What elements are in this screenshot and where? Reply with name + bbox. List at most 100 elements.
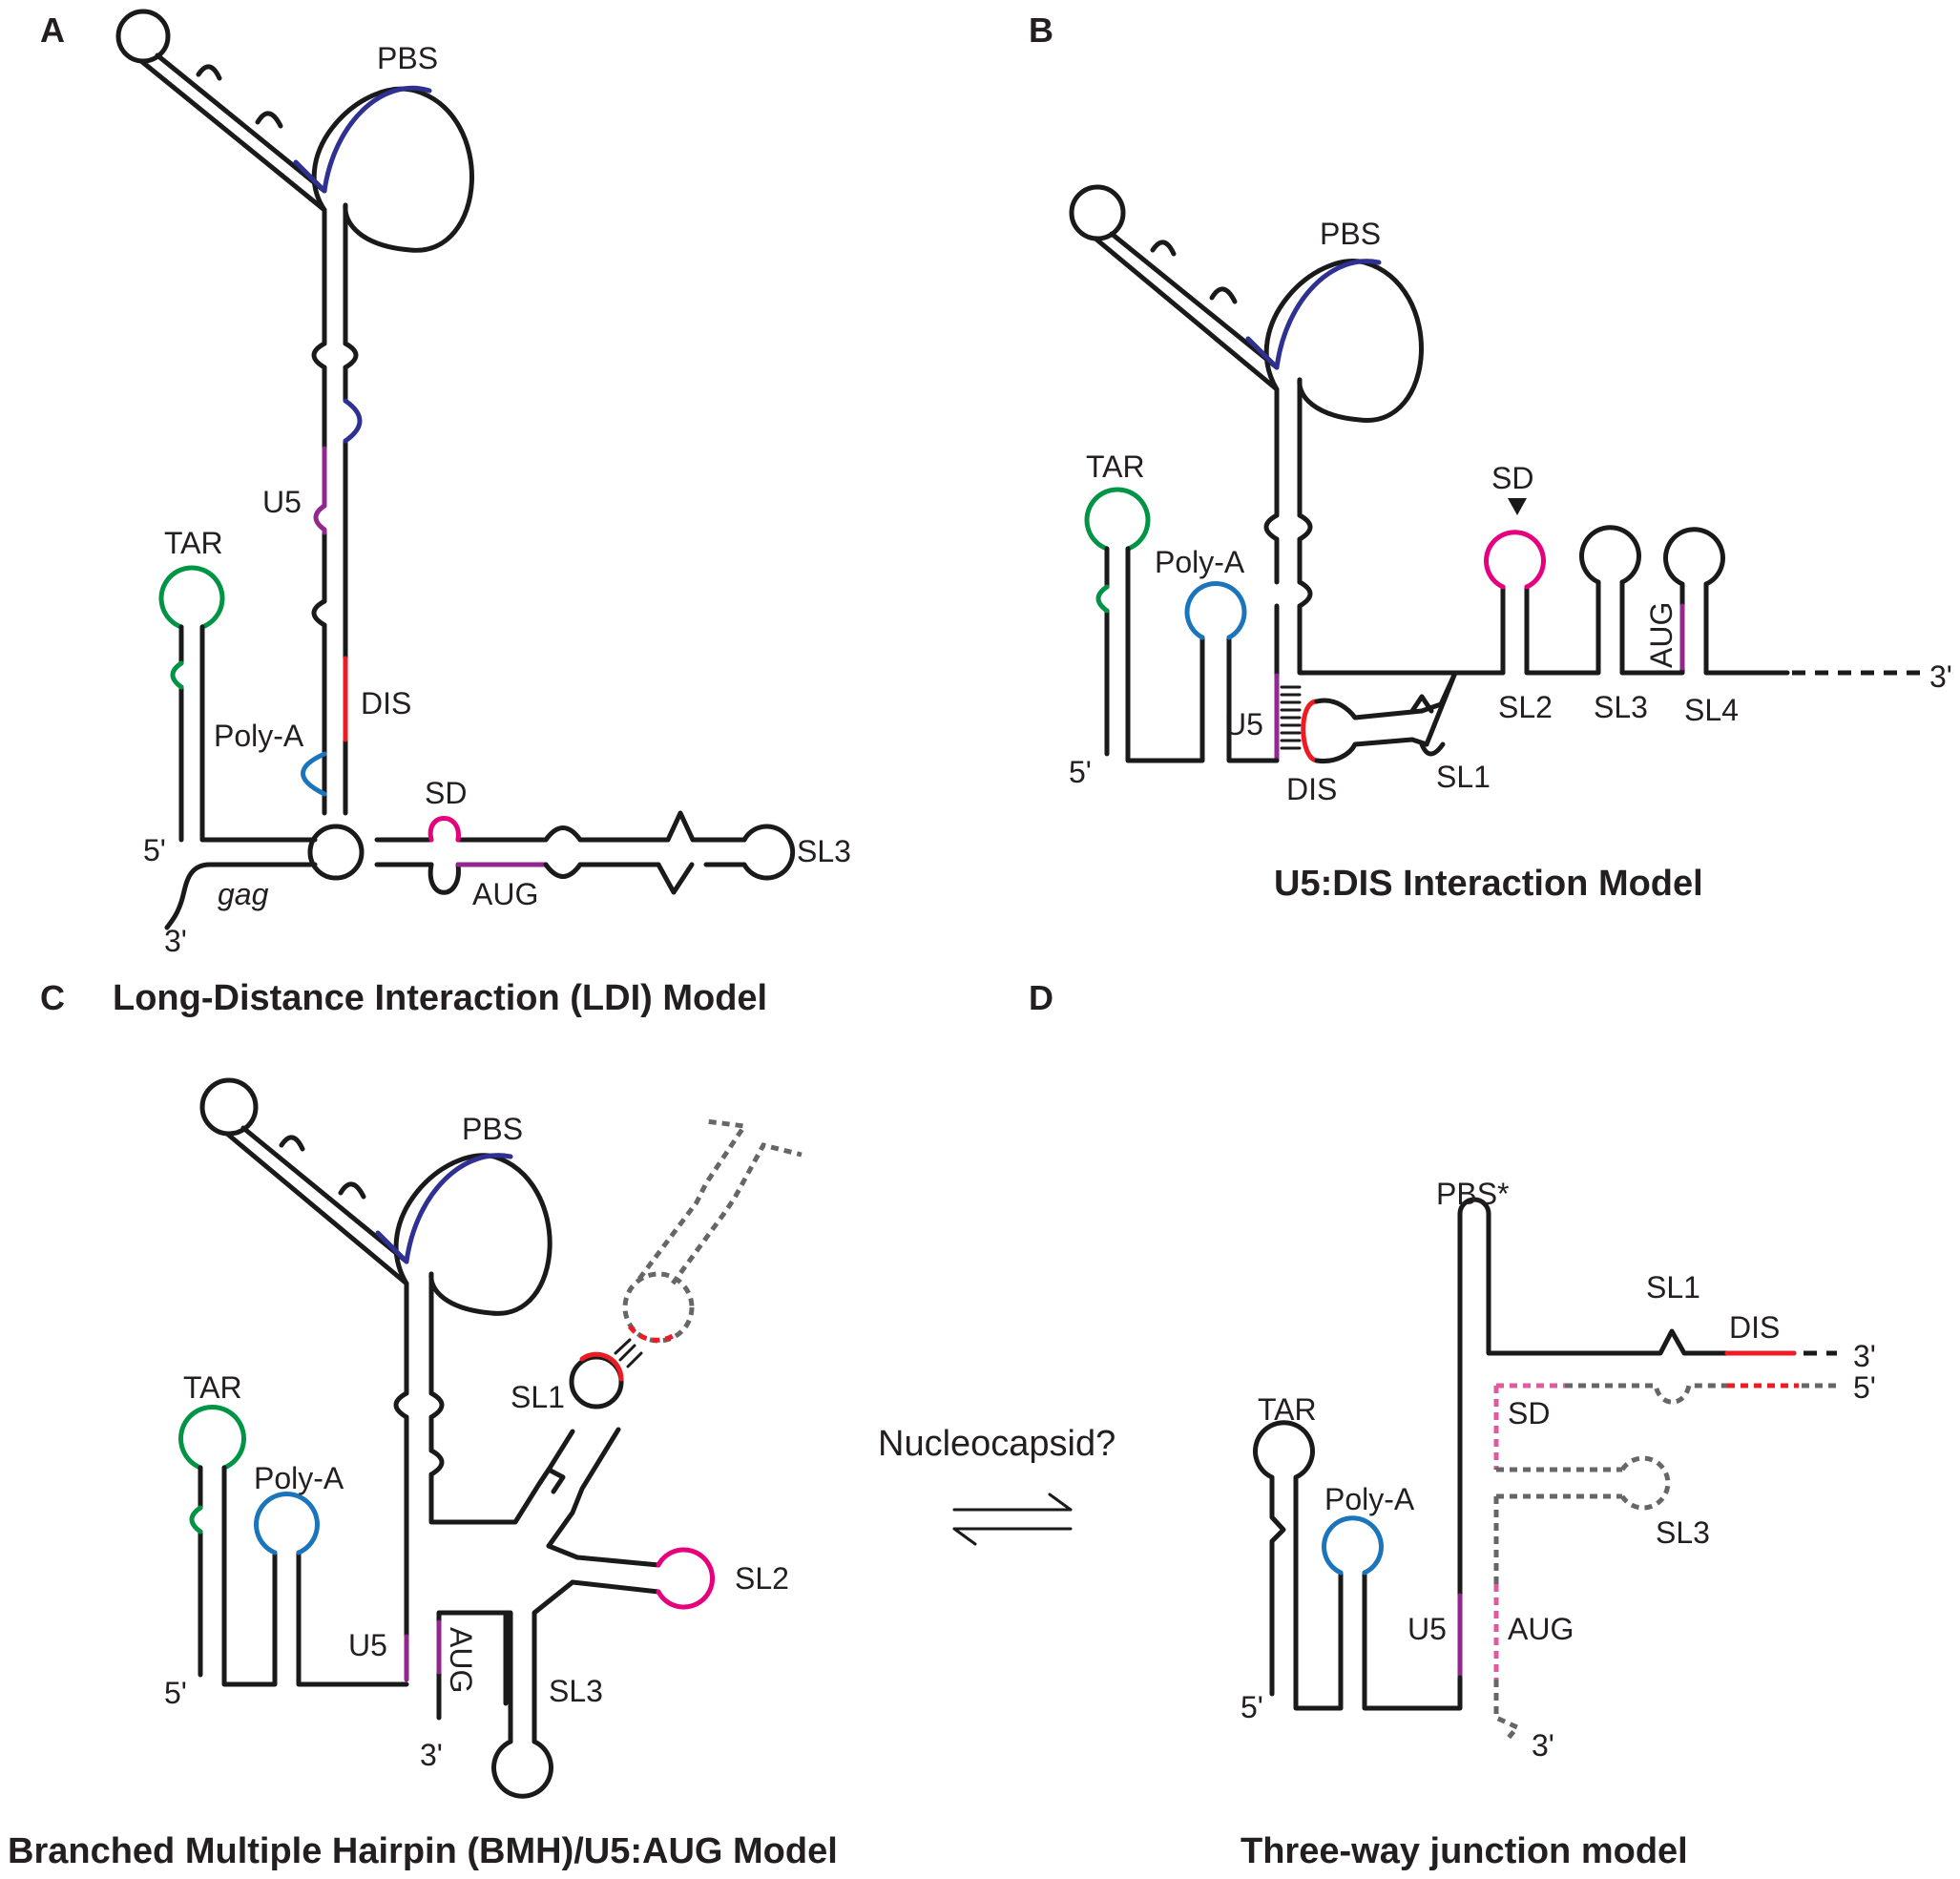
panel-b-polya-loop <box>1184 581 1247 640</box>
panel-d-pbs-label: PBS* <box>1436 1177 1509 1211</box>
panel-a-sd-label: SD <box>425 776 467 810</box>
panel-c-diagonal-bulges <box>279 1135 366 1200</box>
panel-a-title: Long-Distance Interaction (LDI) Model <box>113 978 767 1018</box>
panel-b-sl1-label: SL1 <box>1436 760 1491 794</box>
panel-b-pbs-stem-segment <box>1245 336 1280 370</box>
panel-d-sl3-label: SL3 <box>1656 1515 1710 1550</box>
panel-a-gag-label: gag <box>218 877 269 911</box>
panel-b-diagonal-stem <box>1093 231 1280 392</box>
panel-b-sl4-loop <box>1663 527 1725 587</box>
panel-d: D PBS* SL1 DIS 3' 5' SD SL3 AUG 3' TAR P… <box>1029 978 1876 1871</box>
panel-a-tar-bulge <box>170 660 184 690</box>
panel-b-tar-polya-stems <box>1104 546 1280 763</box>
panel-a-pbs-label: PBS <box>377 41 438 75</box>
panel-d-u5-label: U5 <box>1407 1612 1447 1646</box>
panel-a-diagonal-stem <box>138 52 327 213</box>
panel-d-tar-polya-stems <box>1253 1420 1463 1711</box>
panel-b-tar-bulge <box>1095 584 1110 614</box>
panel-c-dis-segment <box>579 1351 624 1382</box>
panel-c-pbs-segment <box>404 1153 513 1264</box>
panel-d-partner-sd-aug <box>1493 1383 1565 1680</box>
panel-a-dis-label: DIS <box>361 686 411 720</box>
panel-c-aug-label: AUG <box>444 1627 478 1693</box>
panel-b-stem-right <box>1297 377 1458 747</box>
panel-c-3prime-label: 3' <box>420 1738 443 1772</box>
panel-a-pbs-loop <box>311 86 474 253</box>
panel-a-tar-label: TAR <box>164 526 223 560</box>
panel-b-letter: B <box>1029 10 1053 50</box>
panel-c-letter: C <box>40 978 65 1017</box>
panel-c-polya-label: Poly-A <box>254 1461 344 1495</box>
panel-a-tar-stem <box>178 624 205 843</box>
panel-b-3prime-label: 3' <box>1929 659 1952 694</box>
panel-a-sl3-label: SL3 <box>797 834 851 868</box>
panel-c-partner-loop <box>622 1271 695 1344</box>
panel-d-3prime-top-label: 3' <box>1853 1339 1876 1373</box>
panel-b-polya-label: Poly-A <box>1155 545 1245 579</box>
panel-a-polya-bulge <box>301 751 327 797</box>
panel-a-u5-label: U5 <box>262 485 302 519</box>
panel-c-polya-loop <box>254 1492 320 1555</box>
panel-d-sd-label: SD <box>1508 1396 1550 1430</box>
panel-d-aug-label: AUG <box>1508 1612 1574 1646</box>
panel-c-sl1-loop <box>569 1354 624 1409</box>
panel-c-u5-label: U5 <box>348 1628 387 1662</box>
panel-b-sl3-label: SL3 <box>1594 690 1648 724</box>
panel-c-top-loop <box>199 1077 259 1137</box>
panel-b-sd-arrow-icon <box>1508 498 1527 515</box>
equilibrium-label: Nucleocapsid? <box>878 1424 1116 1464</box>
panel-d-letter: D <box>1029 978 1053 1017</box>
panel-a-sd-top <box>427 816 461 843</box>
panel-a-5prime-label: 5' <box>143 833 166 867</box>
panel-c-sl3-stem <box>503 1579 575 1744</box>
panel-b-u5-dis-pairing <box>1280 685 1302 750</box>
panel-b-5prime-label: 5' <box>1069 755 1092 789</box>
panel-b-dis-label: DIS <box>1286 772 1337 806</box>
panel-b-sl4-label: SL4 <box>1684 693 1739 727</box>
panel-c-sl1-kink <box>536 1467 566 1494</box>
panel-b-tar-label: TAR <box>1086 449 1145 484</box>
panel-b-sl2-label: SL2 <box>1498 690 1553 724</box>
panel-c-sl2-label: SL2 <box>735 1561 789 1596</box>
reverse-arrow-icon <box>952 1527 1073 1546</box>
panel-a-bulge-1 <box>311 341 359 370</box>
panel-c-title: Branched Multiple Hairpin (BMH)/U5:AUG M… <box>8 1831 838 1871</box>
panel-c-sl2-loop <box>656 1547 715 1610</box>
panel-a-top-loop <box>115 9 171 64</box>
panel-c-sl3-label: SL3 <box>549 1674 603 1708</box>
panel-d-tar-label: TAR <box>1258 1392 1317 1427</box>
panel-c-partner-dis <box>627 1325 675 1343</box>
panel-b-sl1-bulge <box>1419 741 1446 757</box>
panel-a-polya-label: Poly-A <box>214 719 304 753</box>
panel-b-stem-bulges <box>1263 512 1313 609</box>
forward-arrow-icon <box>952 1493 1073 1512</box>
panel-d-polya-label: Poly-A <box>1324 1482 1415 1516</box>
panel-b-sl2-loop <box>1484 530 1546 590</box>
panel-c-tar-label: TAR <box>183 1370 242 1405</box>
panel-a: A PBS U5 DIS Poly-A TAR 5' <box>40 9 851 1018</box>
panel-c-kissing-lines <box>614 1338 643 1368</box>
panel-c-tar-bulge <box>189 1505 203 1535</box>
panel-b-sl1-kink <box>1409 694 1434 714</box>
panel-c-pbs-label: PBS <box>462 1112 523 1146</box>
panel-c-stem-bulges <box>393 1390 445 1477</box>
panel-a-letter: A <box>40 10 65 50</box>
panel-a-diagonal-bulges <box>196 64 283 129</box>
panel-a-junction-loop <box>307 824 365 881</box>
panel-d-title: Three-way junction model <box>1241 1831 1688 1871</box>
panel-b-top-loop <box>1069 184 1126 241</box>
panel-c-diagonal-stem <box>224 1125 409 1286</box>
panel-a-aug-label: AUG <box>472 877 538 911</box>
panel-b-sl1-connector <box>1438 670 1506 707</box>
panel-c-tar-loop <box>178 1404 246 1471</box>
panel-c-tar-polya-stems <box>198 1465 409 1687</box>
panel-a-sl3-loop <box>741 824 796 881</box>
panel-a-pbs-segment <box>322 85 432 194</box>
panel-a-tar-loop <box>158 565 225 630</box>
panel-d-dis-label: DIS <box>1729 1310 1780 1345</box>
panel-a-gag-strand <box>164 862 213 930</box>
panel-d-pbs-hairpin <box>1457 1197 1797 1681</box>
panel-a-pbs-stem-segment <box>293 159 327 194</box>
panel-c-pbs-loop <box>393 1153 553 1316</box>
